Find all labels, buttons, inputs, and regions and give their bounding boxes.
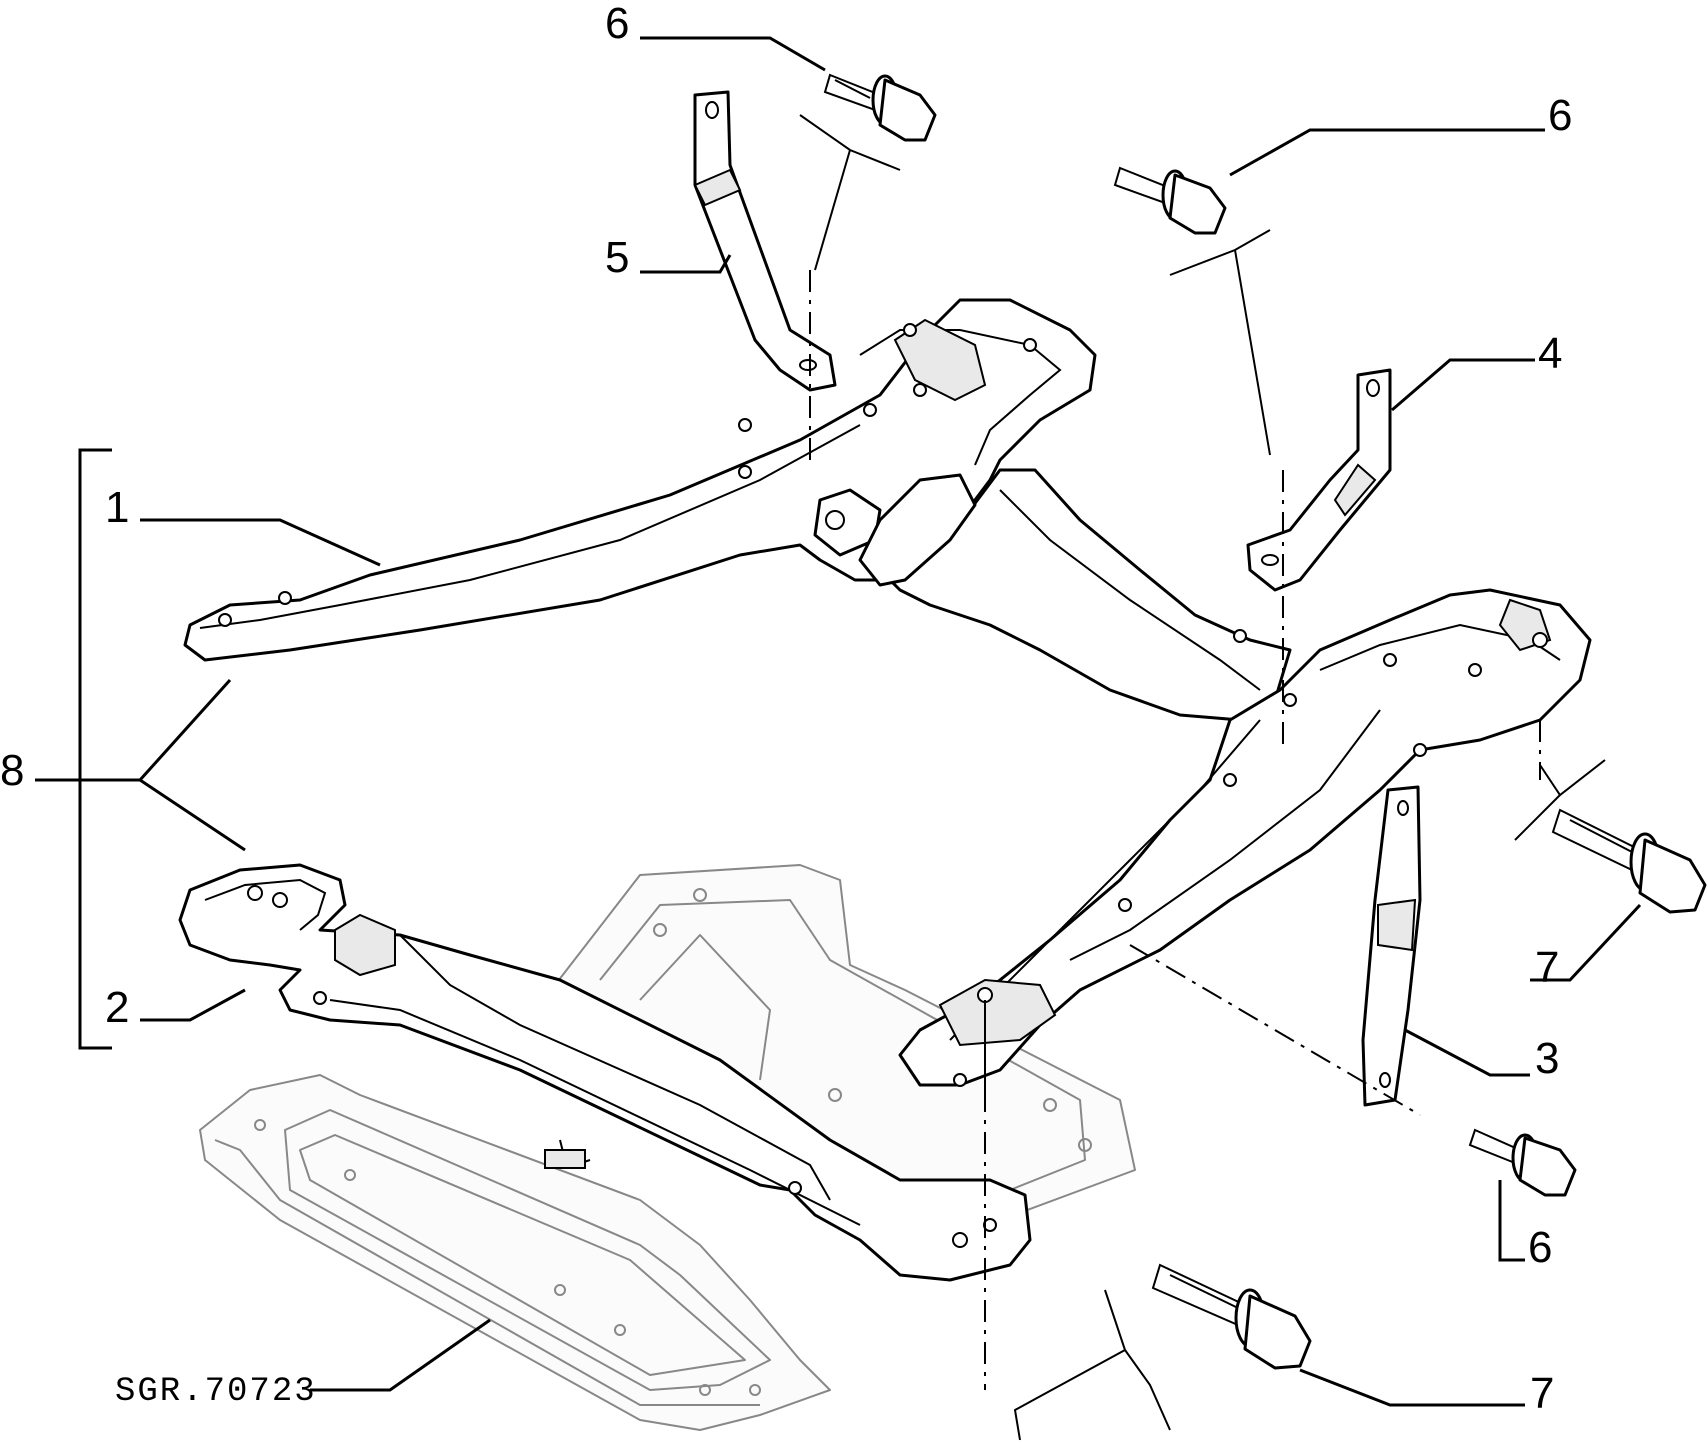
- bolt-6-right[interactable]: [1113, 166, 1227, 235]
- reference-code: SGR.70723: [115, 1373, 317, 1411]
- bolt-7-lower[interactable]: [1151, 1263, 1312, 1370]
- callout-6-right: 6: [1548, 91, 1572, 140]
- callout-2: 2: [105, 983, 129, 1032]
- bolt-6-lower[interactable]: [1468, 1128, 1577, 1197]
- rear-cross-member[interactable]: [178, 863, 1032, 1282]
- bracket-rear-strut[interactable]: [1361, 785, 1422, 1107]
- leader-lines: [35, 36, 1642, 1407]
- assembly-axis-lines: [799, 114, 1606, 1441]
- callout-labels: 6 5 6 4 1 8 2 3 7 6 7 SGR.70723: [0, 0, 1572, 1418]
- callout-7-upper: 7: [1535, 943, 1559, 992]
- front-subframe[interactable]: [183, 298, 1592, 1087]
- callout-7-lower: 7: [1530, 1369, 1554, 1418]
- callout-8: 8: [0, 746, 24, 795]
- bracket-left[interactable]: [693, 90, 837, 392]
- bolt-6-top[interactable]: [823, 73, 937, 142]
- callout-5: 5: [605, 233, 629, 282]
- callout-1: 1: [105, 483, 129, 532]
- bracket-right[interactable]: [1246, 368, 1392, 592]
- callout-3: 3: [1535, 1034, 1559, 1083]
- underbody-shield-outline: [199, 864, 1136, 1431]
- callout-4: 4: [1538, 329, 1562, 378]
- callout-6-top: 6: [605, 0, 629, 48]
- bolt-7-upper[interactable]: [1551, 808, 1707, 914]
- callout-6-lower: 6: [1528, 1223, 1552, 1272]
